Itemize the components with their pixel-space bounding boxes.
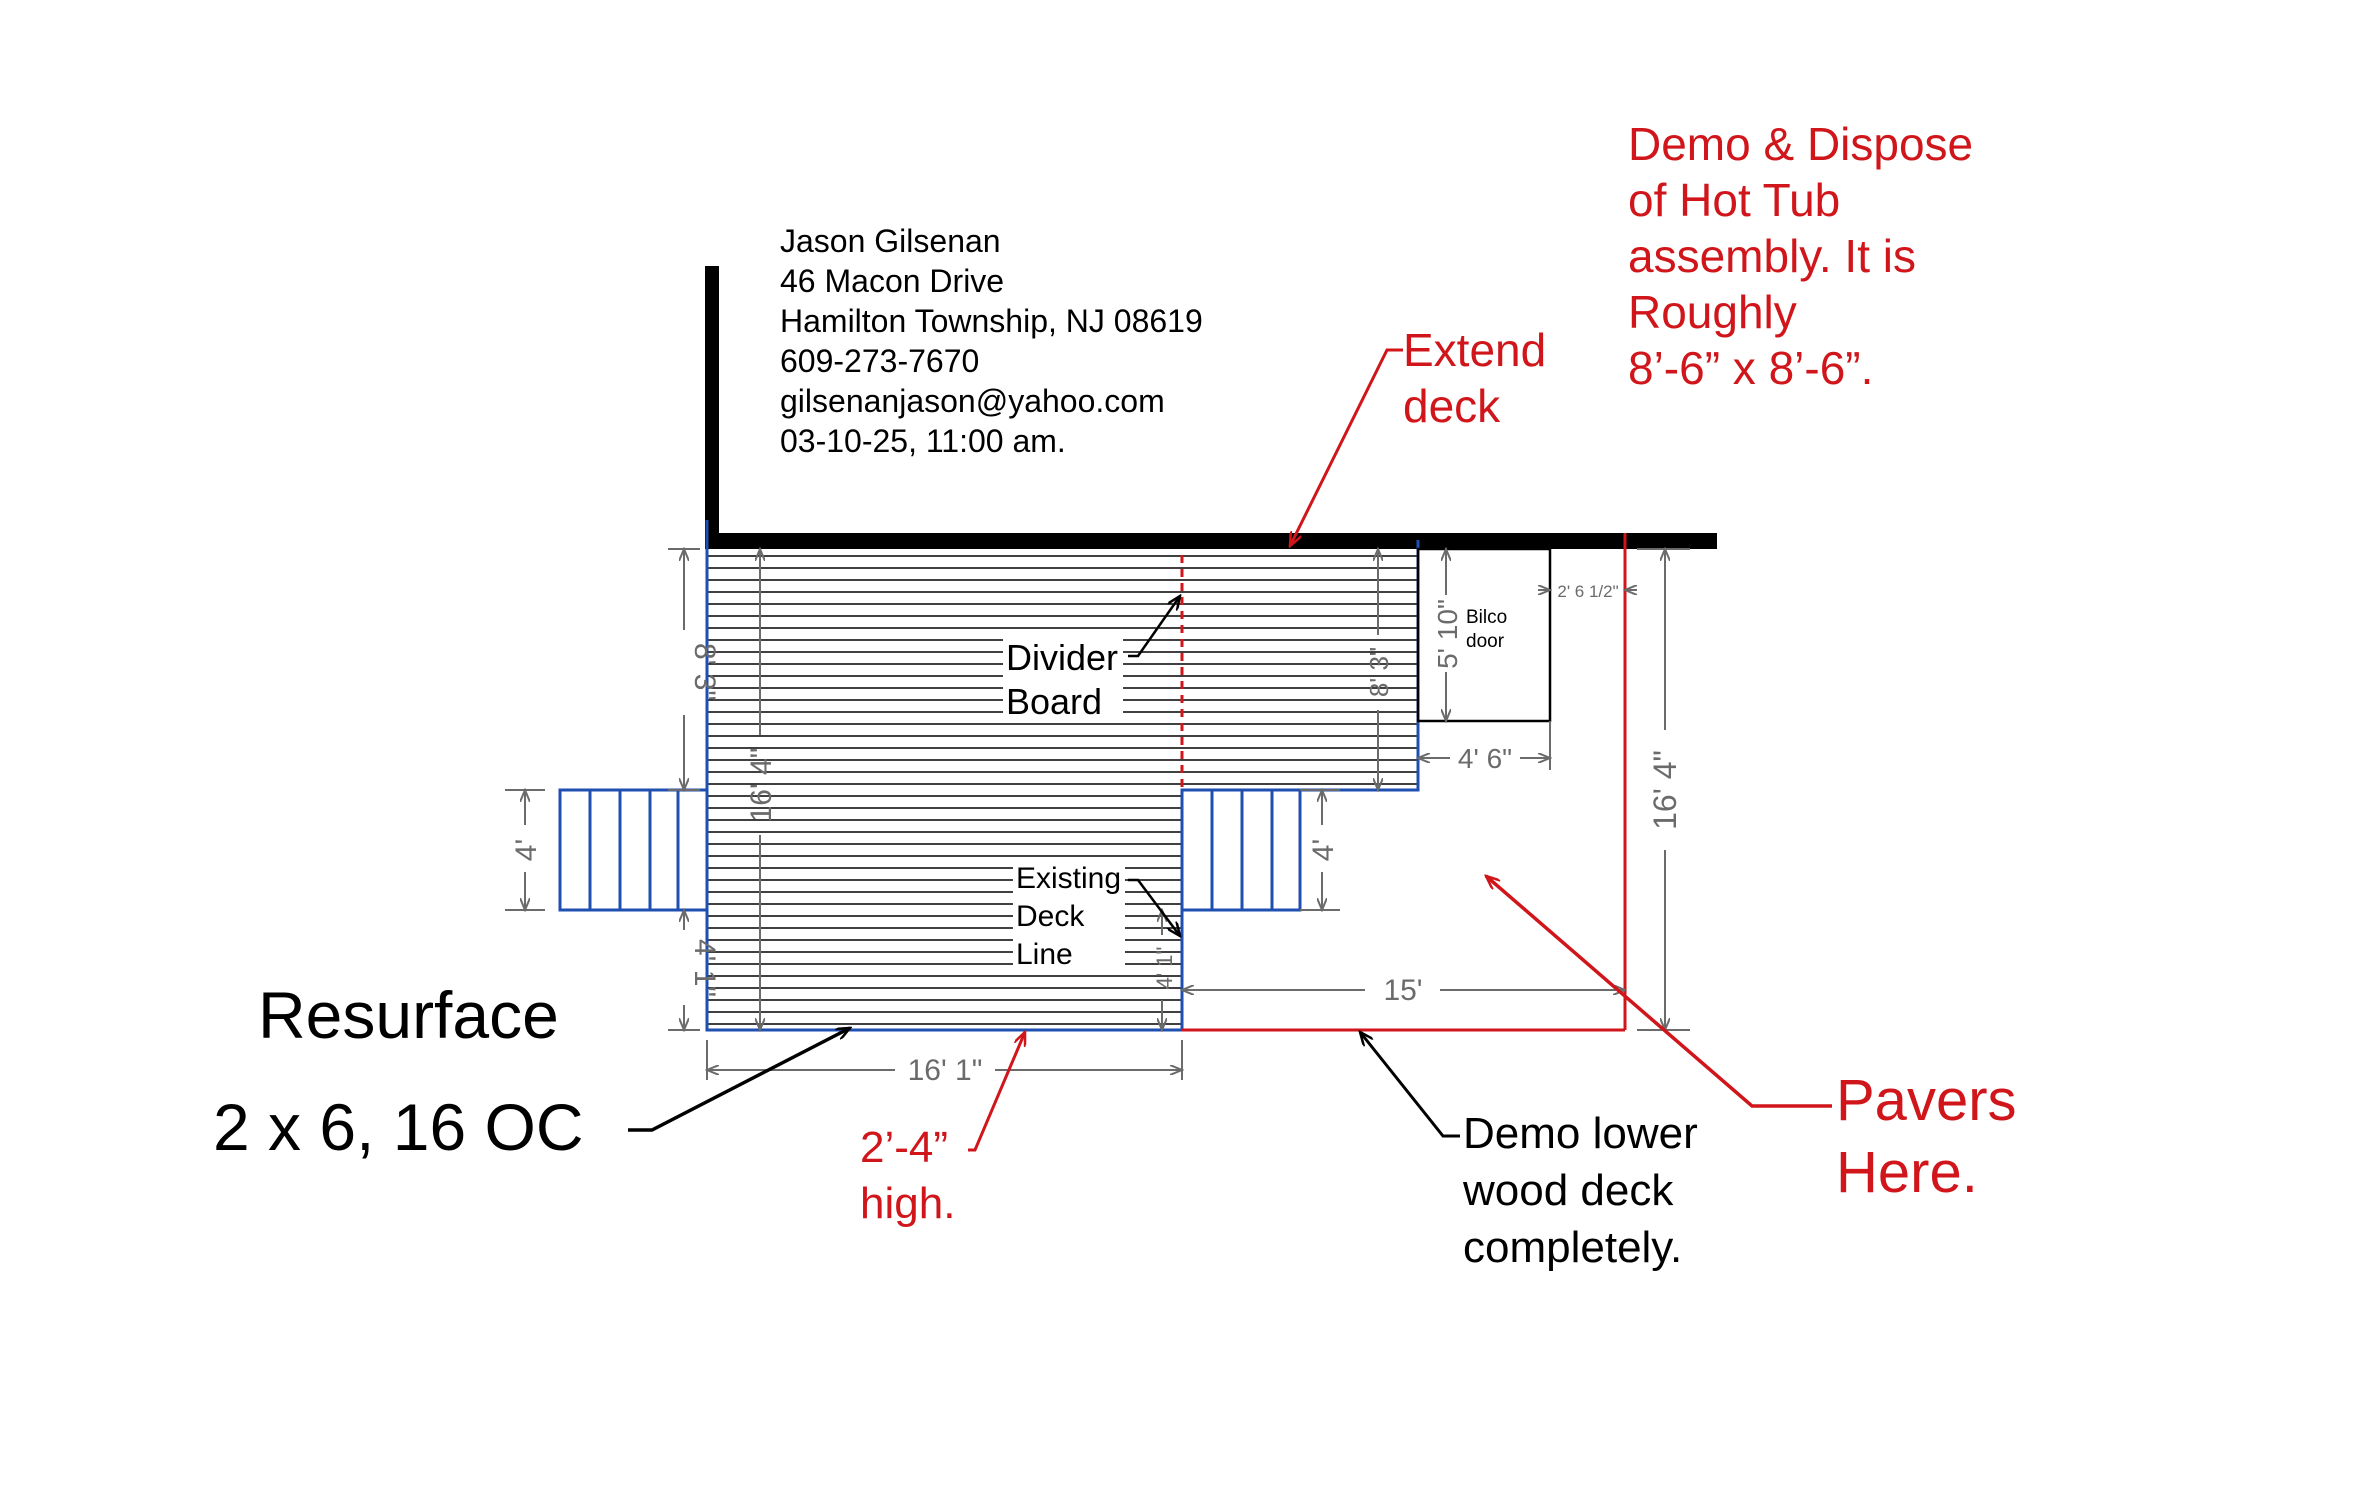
right-stairs xyxy=(1180,788,1302,912)
dim-15: 15' xyxy=(1383,974,1422,1007)
height-note: 2’-4” high. xyxy=(860,1032,1027,1228)
dimension-labels: 8' 3" 16' 4" 4' 4' 1" 16' 1" 8' 3" 5' 10… xyxy=(510,582,1683,1087)
existing-line-arrow xyxy=(1128,878,1180,936)
dimensions xyxy=(505,549,1690,1080)
resurface-1: Resurface xyxy=(258,978,559,1052)
existing-line-2: Deck xyxy=(1016,900,1085,933)
resurface-note: Resurface 2 x 6, 16 OC xyxy=(213,978,850,1164)
hot-tub-note-2: of Hot Tub xyxy=(1628,174,1840,226)
dim-4-1-left: 4' 1" xyxy=(688,939,721,997)
demo-lower-2: wood deck xyxy=(1462,1166,1674,1215)
dim-4-right-stair: 4' xyxy=(1307,839,1340,861)
dim-2-6-half: 2' 6 1/2" xyxy=(1557,582,1618,601)
dim-4-6: 4' 6" xyxy=(1458,743,1512,774)
dim-8-3-left: 8' 3" xyxy=(688,643,721,701)
bilco-door-label-2: door xyxy=(1466,631,1505,652)
divider-board-1: Divider xyxy=(1006,637,1118,678)
house-wall-vertical xyxy=(705,266,719,541)
dim-16-1-bottom: 16' 1" xyxy=(908,1054,983,1087)
dim-16-4-right: 16' 4" xyxy=(1647,750,1683,830)
contact-date: 03-10-25, 11:00 am. xyxy=(780,423,1066,459)
extend-deck-1: Extend xyxy=(1403,324,1546,376)
dim-8-3-right: 8' 3" xyxy=(1364,647,1394,697)
contact-name: Jason Gilsenan xyxy=(780,223,1001,259)
demo-lower-3: completely. xyxy=(1463,1223,1682,1272)
divider-board-arrow xyxy=(1128,596,1180,658)
left-stairs xyxy=(558,788,709,912)
height-1: 2’-4” xyxy=(860,1123,948,1172)
demo-lower-1: Demo lower xyxy=(1463,1109,1698,1158)
pavers-arrow xyxy=(1486,876,1832,1108)
house-wall-horizontal xyxy=(705,533,1717,549)
height-arrow xyxy=(968,1032,1027,1152)
contact-city: Hamilton Township, NJ 08619 xyxy=(780,303,1203,339)
dim-4-1-right: 4' 1" xyxy=(1152,947,1177,990)
existing-deck-line-note: Existing Deck Line xyxy=(1013,862,1180,972)
divider-board-note: Divider Board xyxy=(1003,596,1180,722)
resurface-arrow xyxy=(628,1026,850,1132)
contact-street: 46 Macon Drive xyxy=(780,263,1004,299)
hot-tub-note-5: 8’-6” x 8’-6”. xyxy=(1628,342,1873,394)
lower-deck-demo-outline xyxy=(1182,533,1627,1032)
existing-line-1: Existing xyxy=(1016,862,1121,895)
demo-lower-arrow xyxy=(1360,1032,1460,1138)
pavers-2: Here. xyxy=(1836,1140,1978,1205)
bilco-door-label-1: Bilco xyxy=(1466,607,1507,628)
existing-line-3: Line xyxy=(1016,938,1073,971)
extend-deck-note: Extend deck xyxy=(1290,324,1546,546)
contact-email: gilsenanjason@yahoo.com xyxy=(780,383,1165,419)
hot-tub-note-3: assembly. It is xyxy=(1628,230,1916,282)
resurface-2: 2 x 6, 16 OC xyxy=(213,1090,584,1164)
hot-tub-note-1: Demo & Dispose xyxy=(1628,118,1973,170)
house-walls xyxy=(705,266,1717,549)
dim-4-left-stair: 4' xyxy=(510,839,543,861)
demo-lower-deck-note: Demo lower wood deck completely. xyxy=(1360,1032,1698,1272)
height-2: high. xyxy=(860,1179,955,1228)
contact-block: Jason Gilsenan 46 Macon Drive Hamilton T… xyxy=(780,223,1203,459)
extend-deck-arrow xyxy=(1290,348,1403,546)
pavers-1: Pavers xyxy=(1836,1068,2017,1133)
hot-tub-note-4: Roughly xyxy=(1628,286,1797,338)
contact-phone: 609-273-7670 xyxy=(780,343,979,379)
pavers-note: Pavers Here. xyxy=(1486,876,2017,1205)
divider-board-2: Board xyxy=(1006,681,1102,722)
dim-5-10: 5' 10" xyxy=(1432,599,1463,669)
hot-tub-note: Demo & Dispose of Hot Tub assembly. It i… xyxy=(1628,118,1973,394)
dim-16-4-inner: 16' 4" xyxy=(745,748,778,823)
bilco-door xyxy=(1416,547,1552,723)
extend-deck-2: deck xyxy=(1403,380,1501,432)
